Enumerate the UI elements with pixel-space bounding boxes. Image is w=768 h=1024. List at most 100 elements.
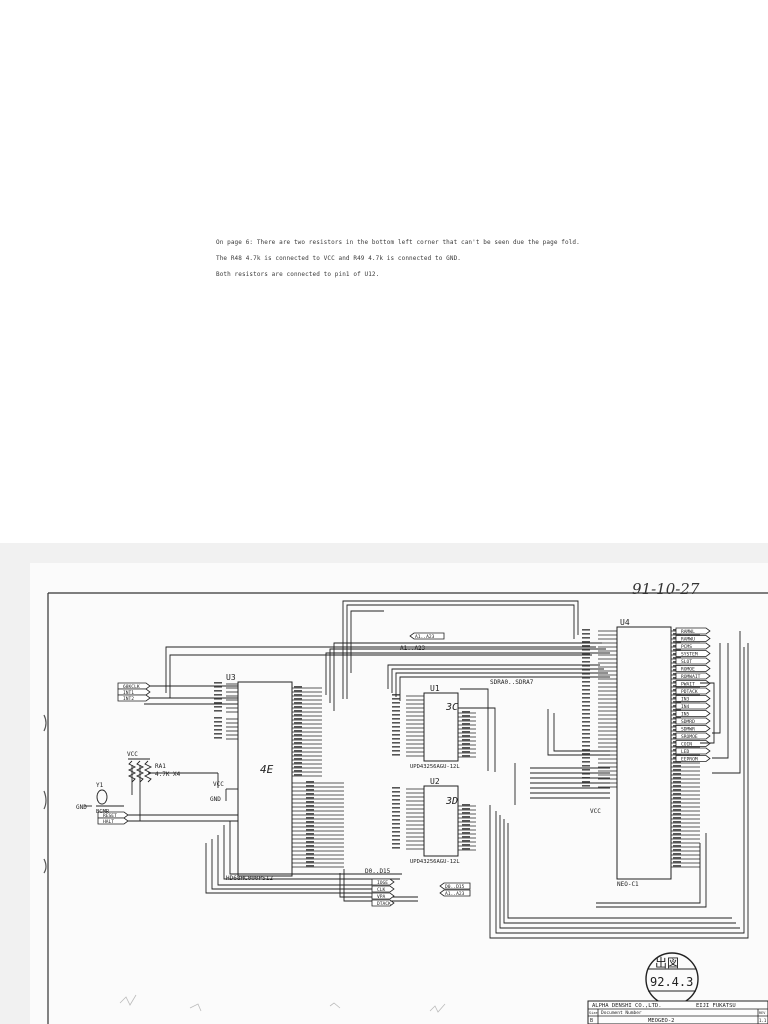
crystal-ref: Y1 (96, 782, 104, 789)
title-doc-number: MEOGEO-2 (648, 1018, 675, 1024)
net-flag-label: PWAIT (681, 682, 695, 688)
net-flag (675, 725, 711, 732)
ram1-loc: 3C (445, 702, 458, 713)
net-flag-label: SDMWR (681, 727, 695, 733)
net-flags-middle: A1..A23 (409, 632, 445, 640)
net-flag (675, 657, 711, 665)
net-flag (675, 680, 711, 687)
net-flag-label: IN3 (681, 697, 690, 703)
net-flag-label: LED (681, 749, 690, 755)
resistor-pack-value: 4.7K X4 (155, 771, 181, 778)
net-flag-label: PDTACK (681, 689, 698, 695)
net-flag (675, 635, 711, 642)
resistor-pack-ref: RA1 (155, 763, 166, 770)
net-flag (371, 899, 395, 907)
gate-array-chip: U4 NEO-C1 (616, 618, 672, 888)
title-doc-label: Document Number (601, 1010, 642, 1016)
handwritten-date: 91-10-27 (632, 580, 700, 598)
net-flag-label: SLOT (681, 659, 692, 665)
cpu-chip: U3 HD68HC000PS12 4E (226, 673, 293, 882)
cpu-pins-left (214, 682, 238, 740)
note-line-1: On page 6: There are two resistors in th… (216, 239, 580, 246)
crystal (96, 789, 108, 805)
bus-label-sdram: SDRA0..SDRA7 (490, 679, 534, 686)
note-line-3: Both resistors are connected to pin1 of … (216, 271, 380, 278)
stamp-date: 92.4.3 (650, 975, 693, 989)
net-flag-label: RESET (103, 813, 117, 819)
net-flag (675, 650, 711, 657)
ram1-chip: U1 UPD43256AGU-12L 3C (410, 684, 460, 770)
title-size-label: Size (589, 1011, 597, 1015)
resistor-pack (127, 758, 153, 783)
ram-pins (392, 694, 476, 851)
net-flag-label: EEPROM (681, 757, 698, 763)
net-flag-label: INT1 (123, 690, 134, 696)
net-flag-label: CLK (377, 887, 386, 893)
net-flag (371, 885, 395, 893)
net-flag (675, 717, 711, 725)
fold-marks (43, 714, 47, 874)
net-flag-label: SYSTEM (681, 652, 698, 658)
net-flag (675, 695, 711, 702)
left-input-wires (84, 685, 238, 822)
net-flag (439, 882, 471, 890)
inspection-stamp: 出図 92.4.3 (645, 952, 699, 1006)
net-flag (675, 710, 711, 717)
sheet-border (47, 592, 768, 1024)
net-flag (117, 688, 151, 696)
net-flag (675, 740, 711, 747)
net-flag (409, 632, 445, 640)
net-flag (675, 665, 711, 672)
vcc-label-cpu: VCC (213, 781, 224, 788)
net-flag (675, 747, 711, 755)
gate-array-part: NEO-C1 (617, 881, 639, 888)
net-flag-label: INT2 (123, 696, 134, 702)
net-flag-label: SDMRD (681, 719, 695, 725)
net-flag-label: IN4 (681, 704, 690, 710)
net-flag (675, 672, 711, 680)
net-flag-label: IOGE (377, 880, 388, 886)
net-flag-label: HALT (103, 819, 114, 825)
bus-wires (165, 600, 749, 939)
title-author: EIJI FUKATSU (696, 1003, 736, 1009)
stamp-top-text: 出図 (655, 956, 679, 970)
net-flag (439, 889, 471, 897)
ram2-part: UPD43256AGU-12L (410, 859, 460, 865)
cpu-pins-right (292, 686, 344, 868)
bus-label-data: D0..D15 (365, 868, 391, 875)
vcc-label-rpack: VCC (127, 751, 138, 758)
net-flag-label: ROMWAIT (681, 674, 701, 680)
net-flag-label: 68KCLK (123, 684, 140, 690)
title-company: ALPHA DENSHI CO.,LTD. (592, 1003, 662, 1009)
net-flag-label: PCMS (681, 644, 692, 650)
net-flag (675, 755, 711, 762)
net-flag (371, 878, 395, 886)
ram2-ref: U2 (430, 777, 440, 786)
ram1-part: UPD43256AGU-12L (410, 764, 460, 770)
title-size: B (590, 1018, 593, 1024)
net-flag-label: SROMOE (681, 734, 698, 740)
net-flag-label: ROMOE (681, 667, 695, 673)
title-rev: 1.1 (759, 1018, 767, 1023)
net-flag (117, 694, 151, 702)
net-flag-label: VPA (377, 894, 386, 900)
net-flag (675, 627, 711, 635)
ram1-ref: U1 (430, 684, 440, 693)
net-flags-right: RAMWLRAMWUPCMSSYSTEMSLOTROMOEROMWAITPWAI… (675, 627, 711, 763)
crystal-label: BCMR (96, 809, 110, 815)
schematic-scan: 91-10-27 U3 HD68HC000PS12 4E U1 UPD43256… (0, 543, 768, 1024)
net-flag (97, 811, 129, 819)
cpu-ref: U3 (226, 673, 236, 682)
net-flag (675, 732, 711, 740)
net-flag-label: D0..D15 (445, 884, 465, 890)
net-flag-label: DTACK (377, 901, 391, 907)
note-line-2: The R48 4.7k is connected to VCC and R49… (216, 255, 462, 262)
net-flag-label: A1..A23 (445, 891, 465, 897)
title-block: ALPHA DENSHI CO.,LTD. EIJI FUKATSU Size … (587, 1000, 768, 1024)
net-flag (117, 682, 151, 690)
net-flag (675, 642, 711, 650)
schematic-svg: 91-10-27 U3 HD68HC000PS12 4E U1 UPD43256… (0, 543, 768, 1024)
net-flag-label: COIN (681, 742, 692, 748)
gnd-label-cpu: GND (210, 796, 221, 803)
